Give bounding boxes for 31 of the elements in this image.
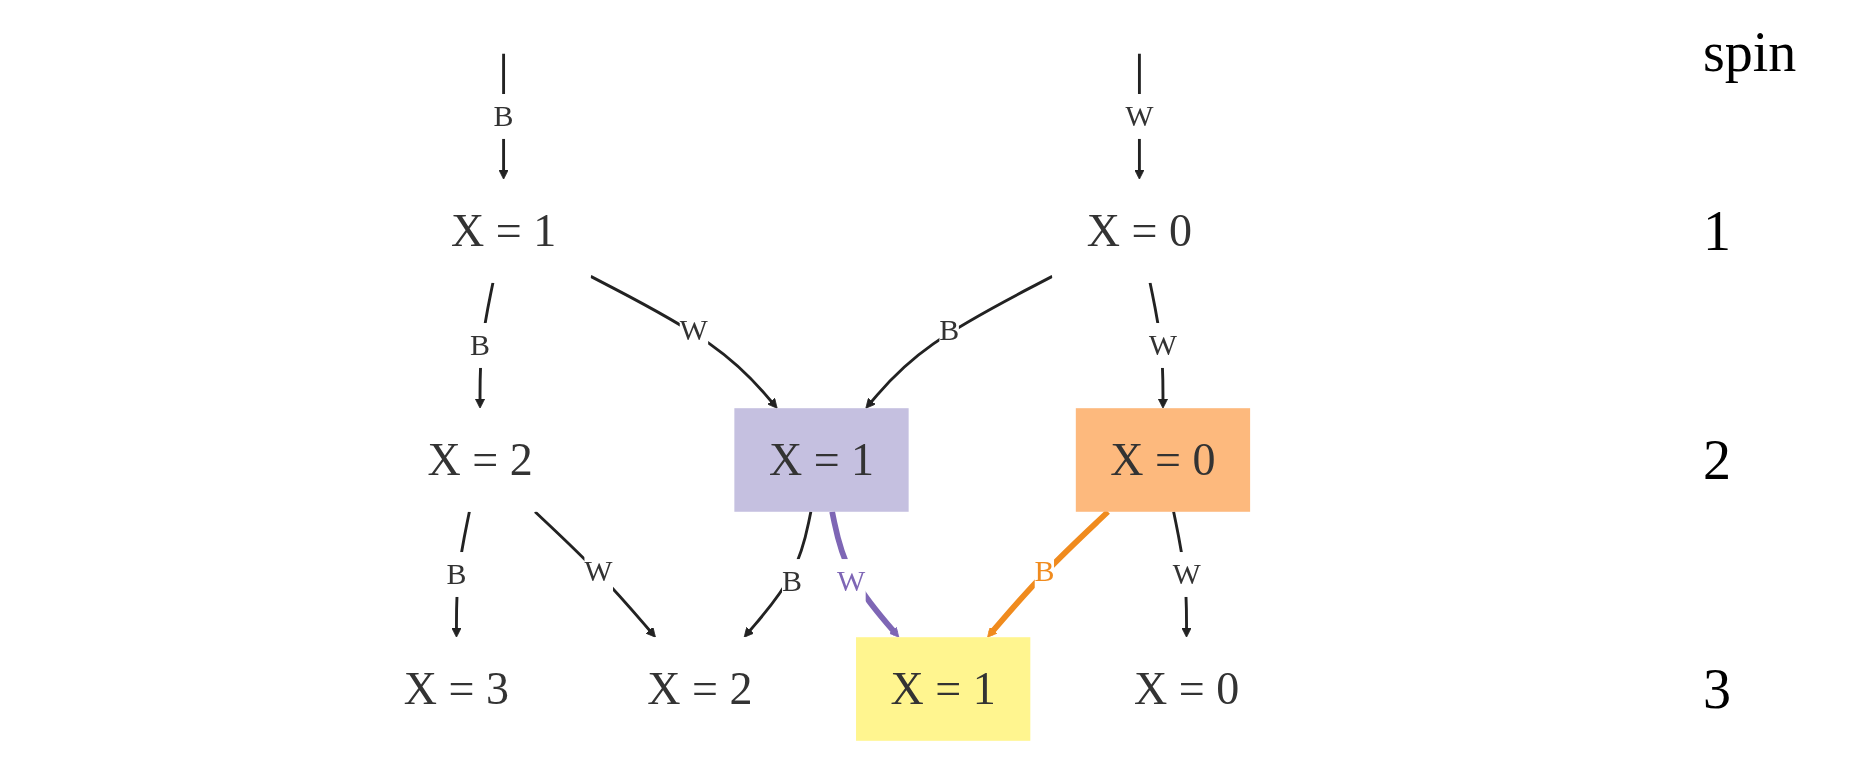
column-heading: spin xyxy=(1703,20,1797,84)
edge-label: W xyxy=(1172,557,1201,592)
edge-label: B xyxy=(939,313,960,347)
edge-label: B xyxy=(493,99,514,134)
row-label: 2 xyxy=(1703,428,1731,492)
arrow xyxy=(829,511,900,638)
node-box: X = 1 xyxy=(734,408,909,512)
node-text: X = 0 xyxy=(1133,662,1240,715)
edge-label: W xyxy=(584,554,613,589)
edge-label: W xyxy=(836,564,866,599)
edge-label: W xyxy=(1148,328,1178,363)
edge-label: W xyxy=(1125,99,1154,134)
node-text: X = 2 xyxy=(647,662,753,715)
arrow xyxy=(743,511,813,638)
edge-label: W xyxy=(679,313,708,347)
node-box: X = 1 xyxy=(856,637,1031,741)
row-label: 3 xyxy=(1703,657,1731,721)
row-label: 1 xyxy=(1703,198,1731,263)
node-text: X = 2 xyxy=(427,433,533,486)
node-box: X = 0 xyxy=(1075,408,1251,512)
edge-label: B xyxy=(781,564,802,599)
arrow xyxy=(534,510,656,638)
node-text: X = 1 xyxy=(450,204,557,257)
node-text: X = 3 xyxy=(403,662,510,715)
arrow xyxy=(987,509,1110,638)
edge-label: B xyxy=(446,557,467,592)
arrow xyxy=(590,275,778,409)
edge-label: B xyxy=(470,328,491,363)
edge-label: B xyxy=(1034,554,1055,589)
node-text: X = 0 xyxy=(1086,204,1193,257)
arrow xyxy=(865,275,1053,409)
